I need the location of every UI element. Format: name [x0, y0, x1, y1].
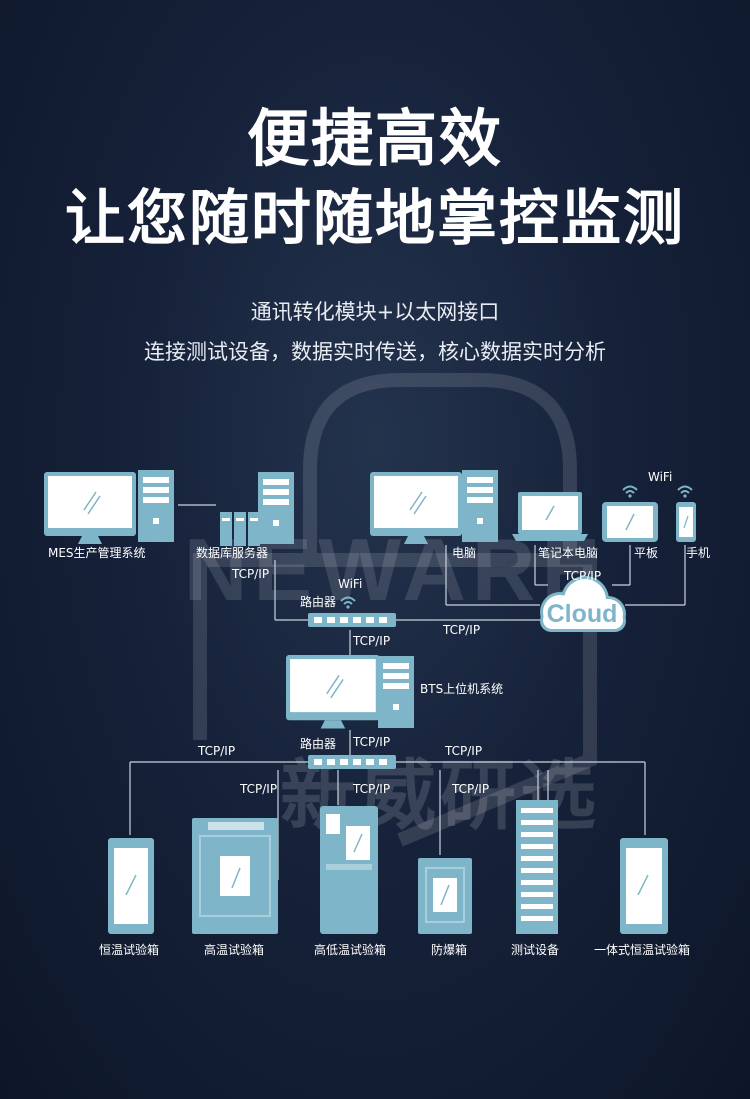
tablet-label: 平板 — [634, 546, 658, 560]
pc-label: 电脑 — [452, 546, 476, 560]
device-label-0: 恒温试验箱 — [99, 942, 159, 957]
high-temp-chamber-icon — [192, 818, 278, 934]
tcp-label-router-bts: TCP/IP — [352, 634, 390, 648]
tcp-label-cloud: TCP/IP — [563, 569, 601, 583]
wifi-label-router: WiFi — [338, 577, 362, 591]
router-label-1: 路由器 — [300, 594, 336, 609]
pc-monitor-icon — [369, 471, 463, 545]
phone-label: 手机 — [686, 546, 710, 560]
bts-monitor-icon — [285, 654, 381, 730]
router-label-2: 路由器 — [300, 736, 336, 751]
wifi-icon-router — [340, 596, 356, 610]
tcp-label-left: TCP/IP — [197, 744, 235, 758]
wifi-icon-phone — [677, 485, 693, 499]
tablet-icon — [602, 502, 658, 542]
router-icon-2 — [308, 755, 396, 769]
test-equipment-rack-icon — [516, 800, 558, 934]
watermark-lock-body — [193, 553, 597, 847]
phone-icon — [676, 502, 696, 542]
heading-line1: 便捷高效 — [246, 102, 503, 175]
laptop-icon — [512, 492, 588, 541]
tcp-label-2: TCP/IP — [239, 782, 277, 796]
constant-temp-chamber-icon — [108, 838, 154, 934]
subheading-line2: 连接测试设备，数据实时传送，核心数据实时分析 — [144, 340, 606, 364]
mes-label: MES生产管理系统 — [48, 545, 146, 560]
watermark-lock-shackle — [303, 373, 577, 560]
router-icon-1 — [308, 613, 396, 627]
wifi-icon-tablet — [622, 485, 638, 499]
tcp-label-3: TCP/IP — [352, 782, 390, 796]
device-label-4: 测试设备 — [511, 942, 559, 957]
bts-label: BTS上位机系统 — [420, 681, 503, 696]
explosion-proof-box-icon — [418, 858, 472, 934]
heading-line2: 让您随时随地掌控监测 — [65, 184, 685, 254]
wifi-label-phone: WiFi — [648, 470, 672, 484]
db-server-icon — [220, 472, 294, 546]
cloud-icon — [540, 576, 626, 632]
device-label-5: 一体式恒温试验箱 — [594, 942, 690, 957]
tcp-label-4: TCP/IP — [451, 782, 489, 796]
db-server-label: 数据库服务器 — [196, 545, 268, 560]
integrated-temp-chamber-icon — [620, 838, 668, 934]
laptop-label: 笔记本电脑 — [538, 545, 598, 560]
cloud-label: Cloud — [547, 600, 618, 628]
tcp-label-right: TCP/IP — [444, 744, 482, 758]
mes-tower-icon — [138, 470, 174, 542]
device-label-1: 高温试验箱 — [204, 942, 264, 957]
device-label-3: 防爆箱 — [431, 942, 467, 957]
tcp-label-router-cloud: TCP/IP — [442, 623, 480, 637]
pc-tower-icon — [462, 470, 498, 542]
high-low-temp-chamber-icon — [320, 806, 378, 934]
subheading-line1: 通讯转化模块+以太网接口 — [250, 300, 500, 324]
tcp-label-bts-router: TCP/IP — [352, 735, 390, 749]
tcp-label-db: TCP/IP — [231, 567, 269, 581]
bts-tower-icon — [378, 656, 414, 728]
mes-monitor-icon — [43, 471, 137, 545]
device-label-2: 高低温试验箱 — [314, 942, 386, 957]
